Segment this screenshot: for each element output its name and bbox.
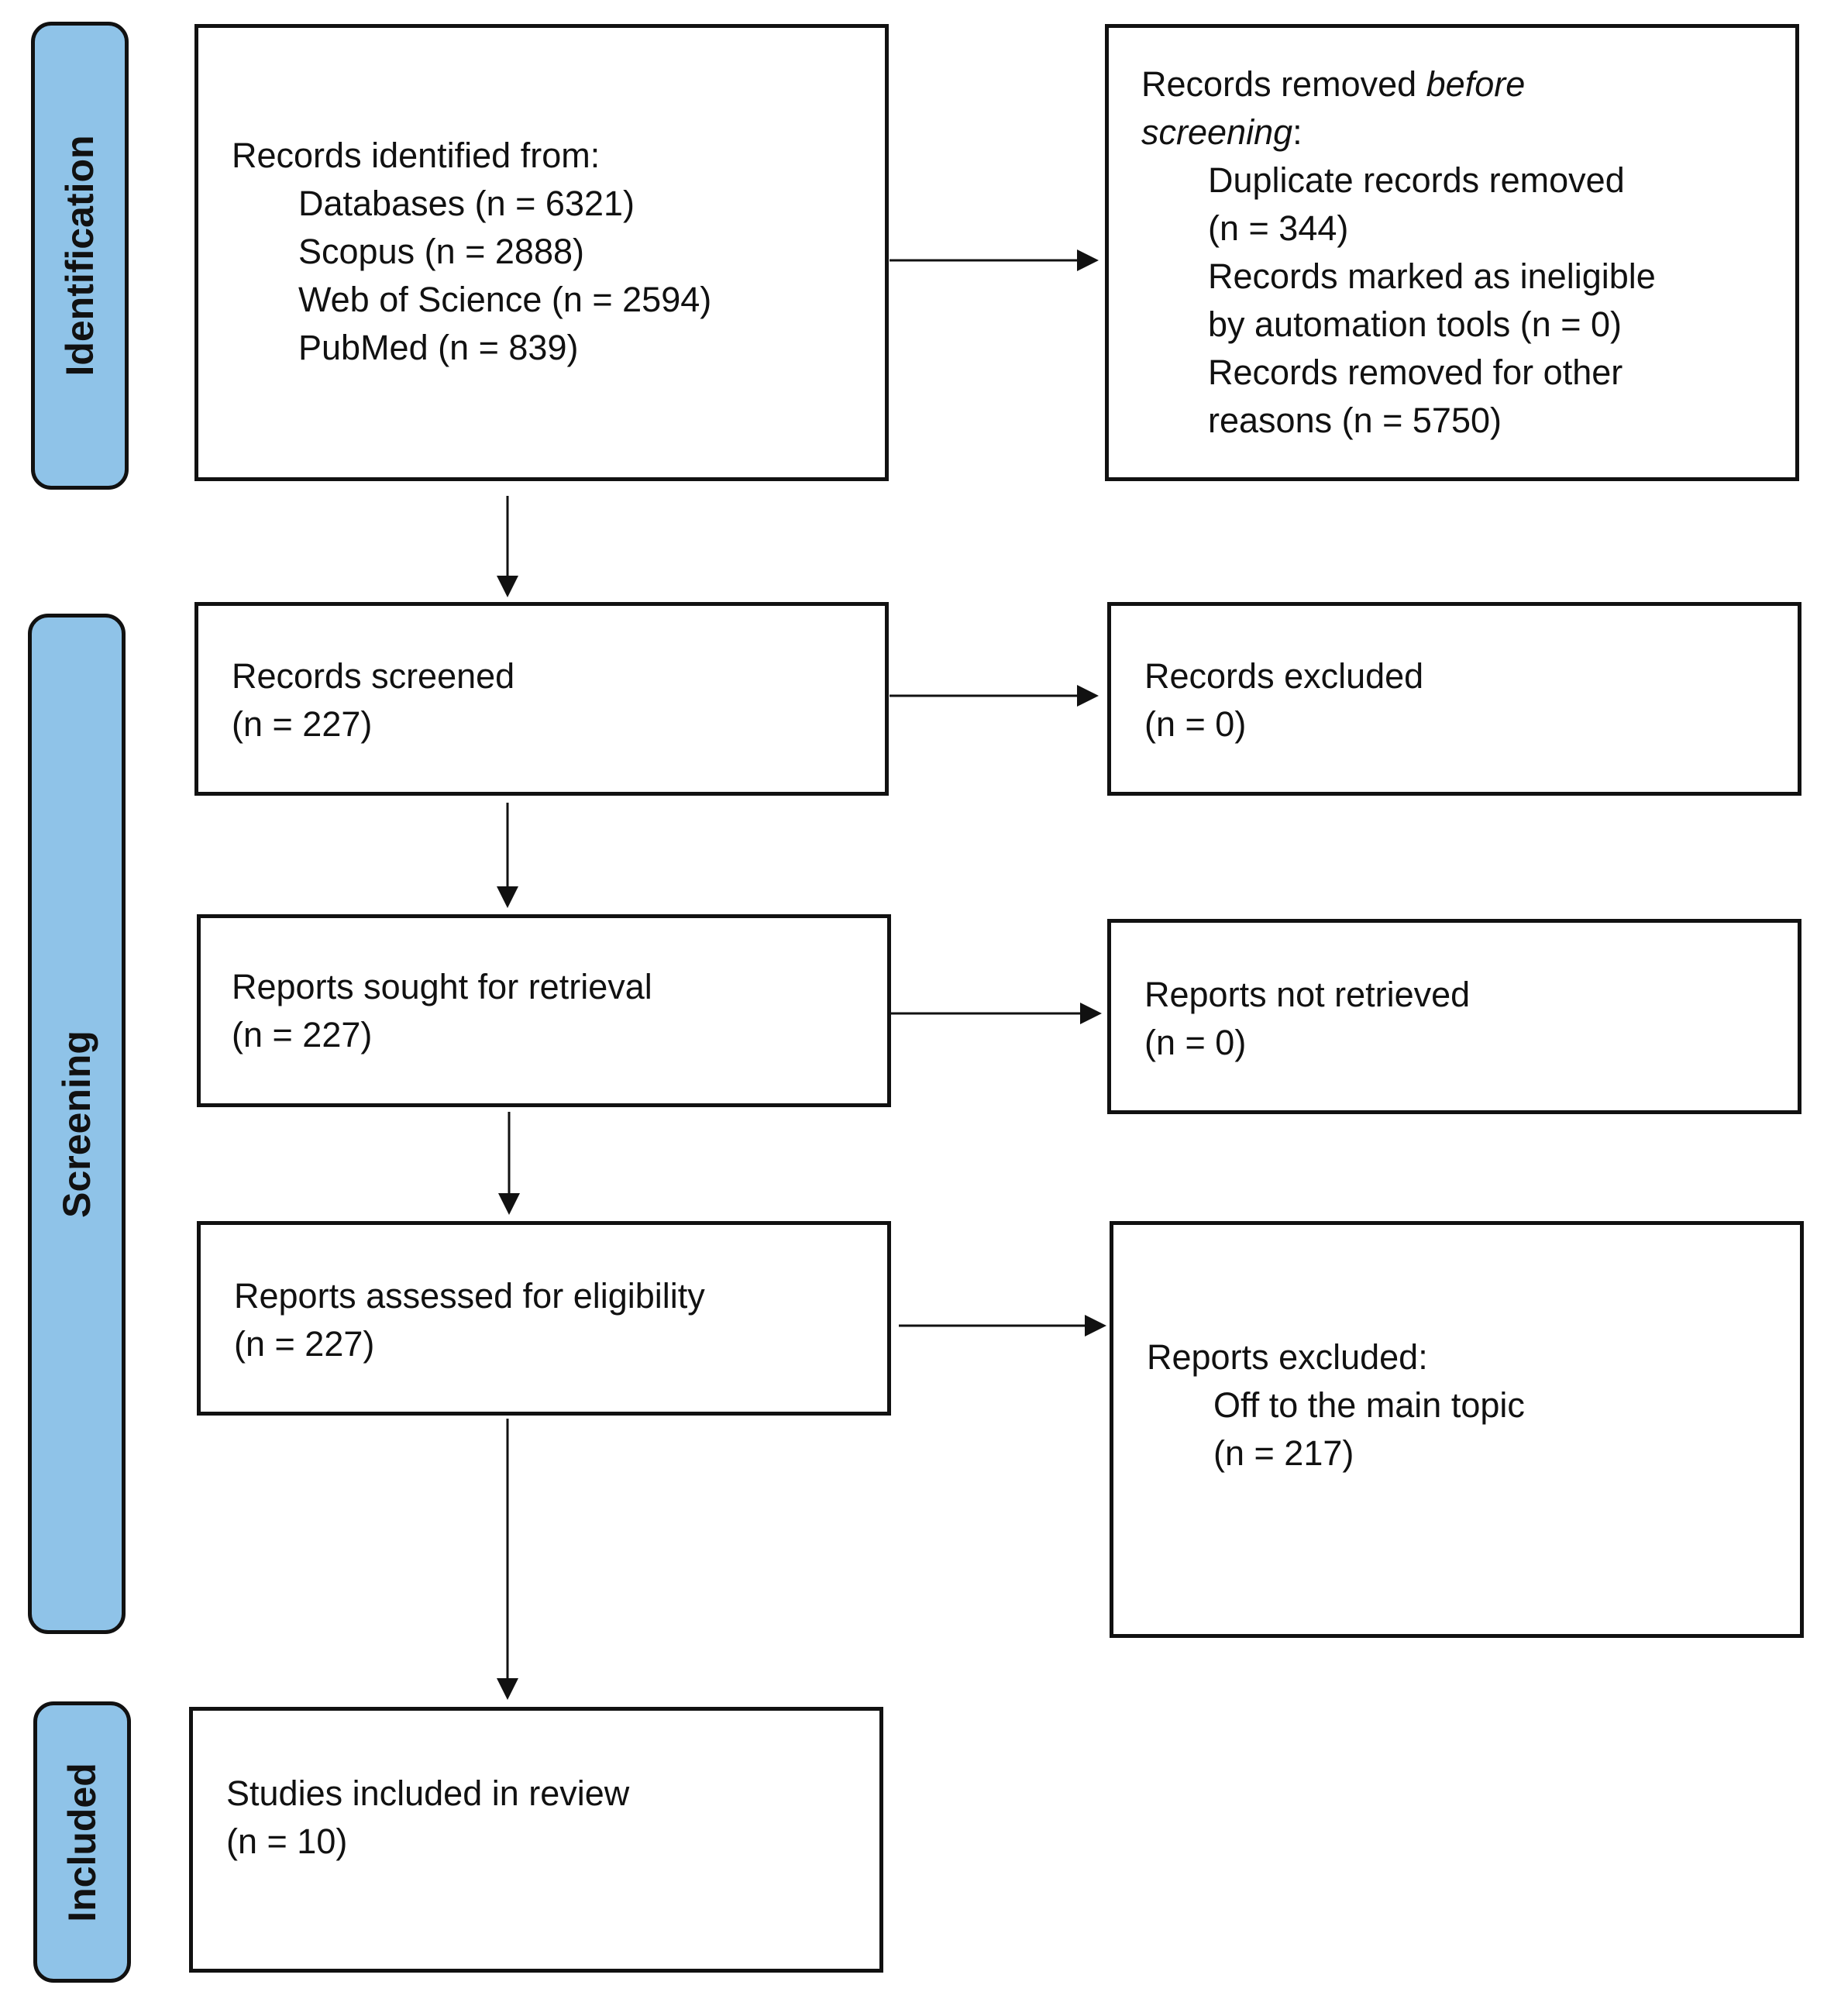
arrow-sought-to-assessed: [498, 1112, 520, 1215]
arrow-assessed-to-reports-excluded: [899, 1315, 1106, 1337]
box-title: Reports excluded:: [1147, 1337, 1428, 1377]
source-line: Web of Science (n = 2594): [298, 280, 712, 319]
phase-identification: Identification: [31, 22, 129, 490]
studies-included-box: [189, 1707, 883, 1973]
records-removed-box: [1105, 24, 1799, 481]
reports-not-retrieved-text: Reports not retrieved (n = 0): [1144, 971, 1470, 1067]
title-part: Records removed: [1141, 64, 1426, 104]
studies-included-text: Studies included in review (n = 10): [226, 1770, 629, 1866]
box-title: Records identified from:: [232, 136, 600, 175]
box-count: (n = 0): [1144, 704, 1247, 744]
box-count: (n = 10): [226, 1822, 348, 1861]
records-identified-text: Records identified from: Databases (n = …: [232, 132, 711, 372]
records-screened-text: Records screened (n = 227): [232, 652, 514, 748]
records-screened-box: [194, 602, 889, 796]
arrow-screened-to-excluded: [890, 685, 1099, 707]
records-removed-text: Records removed before screening: Duplic…: [1141, 60, 1656, 445]
reports-excluded-box: [1110, 1221, 1804, 1638]
phase-included: Included: [33, 1701, 131, 1983]
box-title: Reports sought for retrieval: [232, 967, 652, 1006]
reports-assessed-text: Reports assessed for eligibility (n = 22…: [234, 1272, 705, 1368]
title-italic: before: [1426, 64, 1526, 104]
reports-sought-text: Reports sought for retrieval (n = 227): [232, 963, 652, 1059]
box-count: (n = 227): [232, 1015, 373, 1054]
removed-line: (n = 344): [1208, 208, 1349, 248]
source-line: PubMed (n = 839): [298, 328, 579, 367]
box-title: Studies included in review: [226, 1773, 630, 1813]
source-line: Scopus (n = 2888): [298, 232, 584, 271]
title-part: :: [1292, 112, 1302, 152]
removed-line: reasons (n = 5750): [1208, 401, 1502, 440]
box-title-cont: screening:: [1141, 108, 1656, 157]
box-title: Records excluded: [1144, 656, 1424, 696]
reports-sought-box: [197, 914, 891, 1107]
records-identified-box: [194, 24, 889, 481]
reports-assessed-box: [197, 1221, 891, 1416]
reports-excluded-text: Reports excluded: Off to the main topic …: [1147, 1333, 1525, 1478]
phase-screening: Screening: [28, 614, 126, 1634]
box-title: Reports assessed for eligibility: [234, 1276, 705, 1316]
arrow-identified-to-screened: [497, 496, 518, 597]
box-count: (n = 227): [234, 1324, 375, 1364]
title-italic: screening: [1141, 112, 1293, 152]
removed-line: Duplicate records removed: [1208, 160, 1625, 200]
arrow-sought-to-not-retrieved: [891, 1003, 1102, 1024]
removed-line: Records removed for other: [1208, 353, 1623, 392]
exclusion-count: (n = 217): [1213, 1433, 1354, 1473]
removed-line: Records marked as ineligible: [1208, 256, 1656, 296]
records-excluded-text: Records excluded (n = 0): [1144, 652, 1423, 748]
box-title: Reports not retrieved: [1144, 975, 1471, 1014]
box-title: Records removed before: [1141, 60, 1656, 108]
arrow-screened-to-sought: [497, 803, 518, 908]
exclusion-reason: Off to the main topic: [1213, 1385, 1525, 1425]
records-excluded-box: [1107, 602, 1801, 796]
removed-line: by automation tools (n = 0): [1208, 304, 1622, 344]
box-title: Records screened: [232, 656, 515, 696]
box-count: (n = 0): [1144, 1023, 1247, 1062]
arrow-assessed-to-included: [497, 1419, 518, 1700]
box-count: (n = 227): [232, 704, 373, 744]
reports-not-retrieved-box: [1107, 919, 1801, 1114]
arrow-identified-to-removed: [890, 249, 1099, 271]
source-line: Databases (n = 6321): [298, 184, 635, 223]
